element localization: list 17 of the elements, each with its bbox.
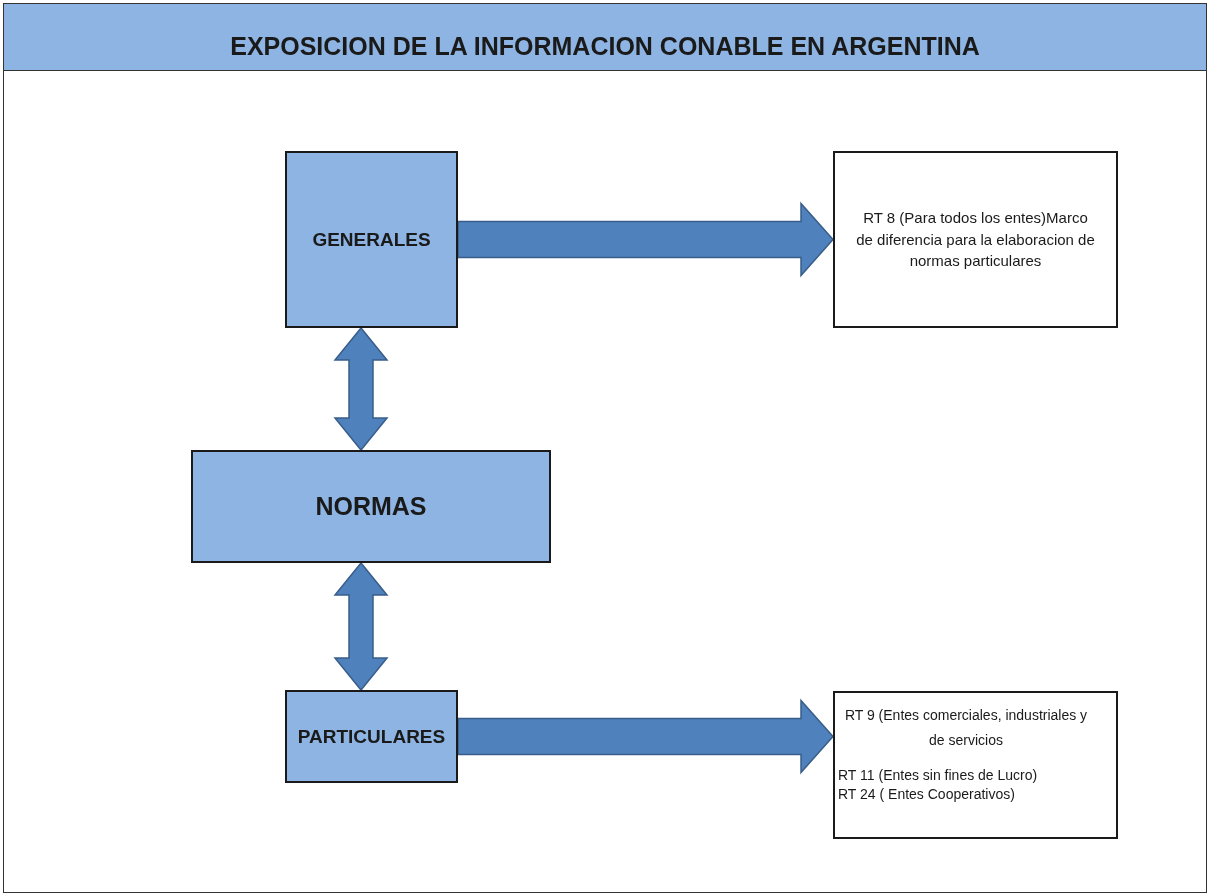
description-text: RT 24 ( Entes Cooperativos)	[838, 784, 1015, 804]
description-text: RT 9 (Entes comerciales, industriales y de servicios	[843, 706, 1089, 750]
block-arrow	[457, 201, 834, 278]
diagram-title: EXPOSICION DE LA INFORMACION CONABLE EN ARGENTINA	[229, 32, 981, 61]
category-label: NORMAS	[315, 491, 427, 523]
text-box	[833, 151, 1118, 328]
category-label: PARTICULARES	[297, 724, 446, 749]
category-box	[285, 690, 458, 783]
double-block-arrow	[333, 561, 389, 692]
category-box	[285, 151, 458, 328]
description-text: RT 11 (Entes sin fines de Lucro)	[838, 766, 1038, 785]
category-label: GENERALES	[312, 227, 431, 252]
description-text: RT 8 (Para todos los entes)Marco de diferencia para la elaboracion de normas particulares	[855, 207, 1096, 272]
category-box	[191, 450, 551, 563]
double-block-arrow	[333, 326, 389, 452]
block-arrow	[457, 698, 834, 775]
text-box	[833, 691, 1118, 839]
